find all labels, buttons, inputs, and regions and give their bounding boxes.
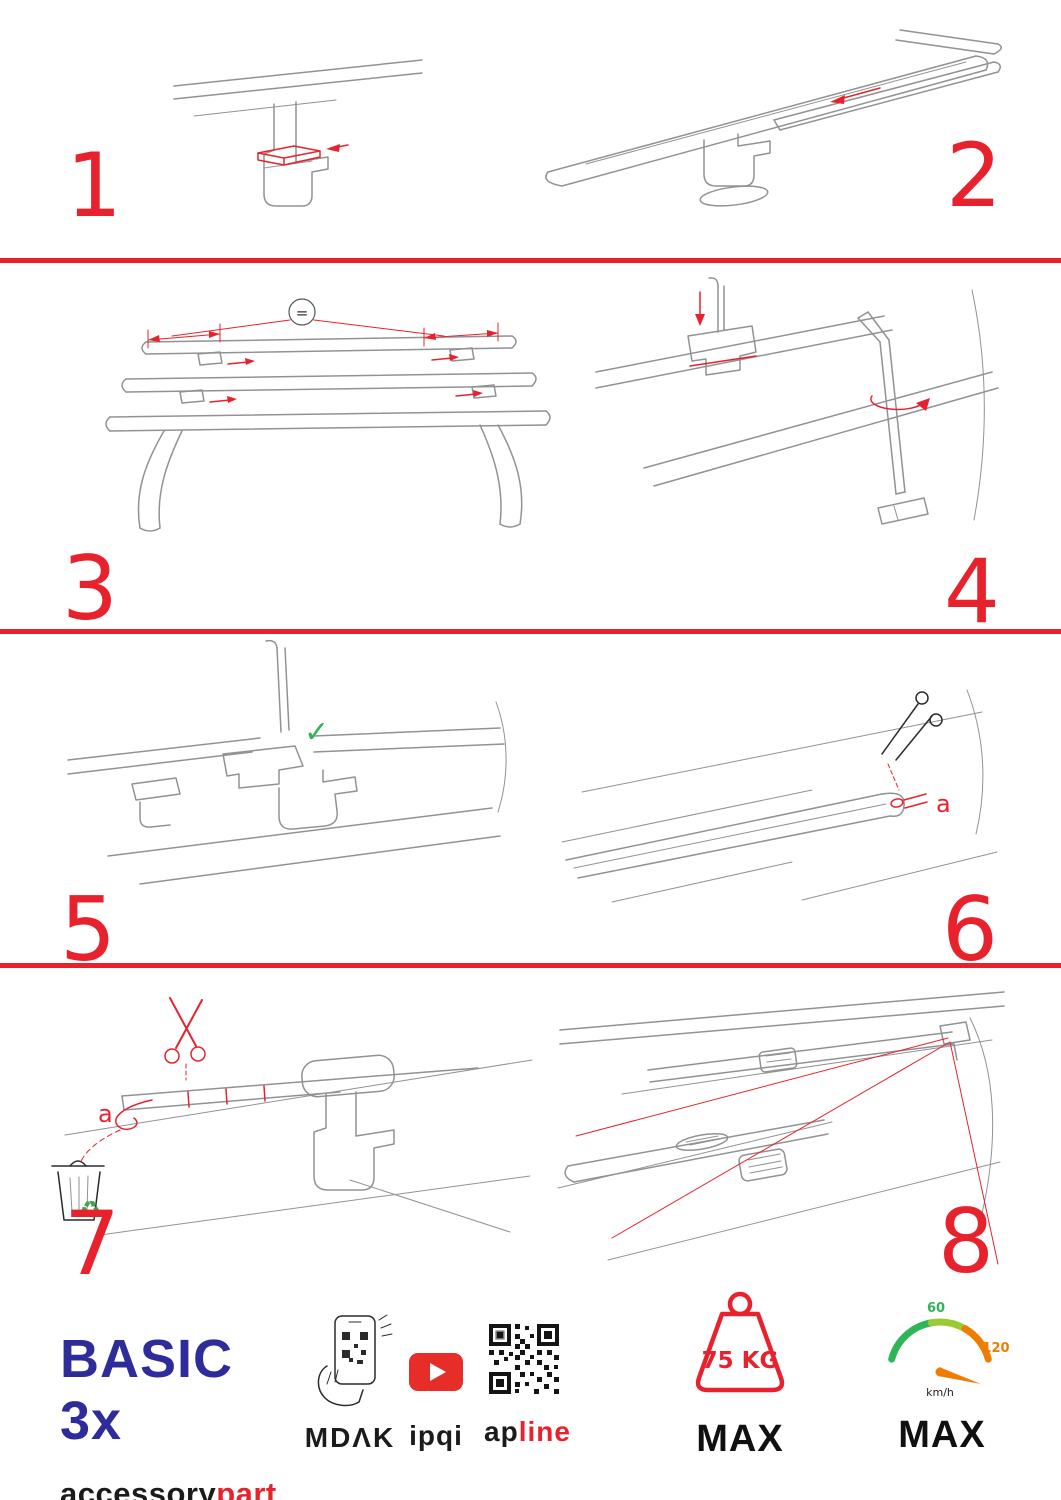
phone-qr-screen [342,1332,368,1364]
brand-wordmark-black: accessory [60,1476,217,1500]
speed-min-label: 60 [927,1301,945,1316]
section-divider-1 [0,258,1061,263]
apline-label: apline [484,1416,570,1448]
rubber-strip-cut [890,793,928,809]
bar-with-strip-drawing [121,1067,479,1111]
clamp-drawing [301,1054,395,1191]
speed-unit: km/h [926,1386,954,1399]
trash-recycle-icon: ♻ [51,1160,105,1224]
step-7-number: 7 [64,1192,120,1295]
step-1-illustration [173,59,423,207]
adjust-arrows [209,354,483,403]
clamp-under-bar-drawing [699,133,771,207]
mdak-label: MDΛK [304,1422,396,1453]
roof-surface-drawing [561,689,998,903]
step-3-illustration: = [105,298,551,532]
mdak-block: MDΛK [296,1310,404,1454]
alignment-lines [575,1037,999,1265]
apline-label-black: ap [484,1416,519,1447]
weight-max-label: MAX [696,1418,784,1460]
step-5-illustration: ✓ [67,639,507,885]
recycle-symbol: ♻ [79,1196,101,1224]
cut-piece-label: a [98,1100,113,1128]
ipqi-label: ipqi [409,1420,463,1451]
speed-limit-block: 60 120 km/h MAX [872,1290,1012,1457]
weight-value: 75 KG [702,1348,779,1374]
pin-insert-drawing [687,277,757,376]
speed-max-label: MAX [898,1414,986,1456]
speedometer-icon: 60 120 km/h [888,1301,1010,1399]
lower-bar-drawing [564,1119,829,1183]
roof-plane-drawing [67,701,507,885]
step-2-number: 2 [946,124,1002,227]
equal-spacing-dimension: = [147,298,499,349]
product-name: BASIC 3x [60,1329,234,1451]
roof-rails-drawing [595,289,999,521]
roof-lines-drawing [64,1059,533,1236]
scissors-red-icon [164,997,206,1081]
check-icon: ✓ [304,715,329,750]
step-5-number: 5 [60,878,116,981]
brand-wordmark-red: part [216,1476,277,1500]
clamp-bracket-drawing [263,101,329,207]
upper-rail-piece [895,29,1002,55]
upper-bar-drawing [647,1021,971,1083]
equal-icon: = [296,304,309,322]
step-2-illustration [545,29,1002,207]
allen-key-drawing [857,311,930,525]
step-8-illustration [557,991,1005,1265]
insert-direction-arrow [830,87,881,104]
apline-label-red: line [518,1416,571,1447]
step-4-illustration [595,277,999,525]
ipqi-block: ipqi [404,1310,468,1452]
rubber-pad-highlight [257,144,349,166]
step-1-number: 1 [66,134,122,237]
clamp-assembly-drawing [131,745,358,830]
step-3-number: 3 [62,537,118,640]
step-7-illustration: a ♻ [51,997,533,1236]
youtube-icon [409,1353,463,1391]
roof-rail-drawing [173,59,423,117]
step-8-number: 8 [938,1190,994,1293]
weight-limit-block: 75 KG MAX [670,1288,810,1461]
step-6-number: 6 [942,878,998,981]
section-divider-2 [0,629,1061,634]
cut-point-label: a [936,790,951,818]
weight-icon: 75 KG [695,1291,785,1393]
phone-scan-icon [317,1314,393,1407]
step-4-number: 4 [944,540,1000,643]
brand-wordmark: accessorypart [60,1476,300,1500]
step-6-illustration: a [561,689,998,903]
qr-code-icon [489,1324,559,1394]
discard-strip-drawing [79,1099,153,1165]
scissors-icon [881,691,943,791]
speed-max-value: 120 [982,1341,1009,1356]
youtube-play-triangle [430,1363,446,1381]
speedometer-needle [938,1367,981,1384]
cover-strip-drawing [773,61,1001,131]
section-divider-3 [0,963,1061,968]
apline-block: apline [484,1310,570,1448]
crossbar-drawing [565,792,905,879]
brand-block: BASIC 3x accessorypart [60,1328,300,1500]
crossbars-drawing [105,335,551,432]
roof-bar-drawing [545,55,989,187]
locked-pin-drawing: ✓ [265,639,329,750]
